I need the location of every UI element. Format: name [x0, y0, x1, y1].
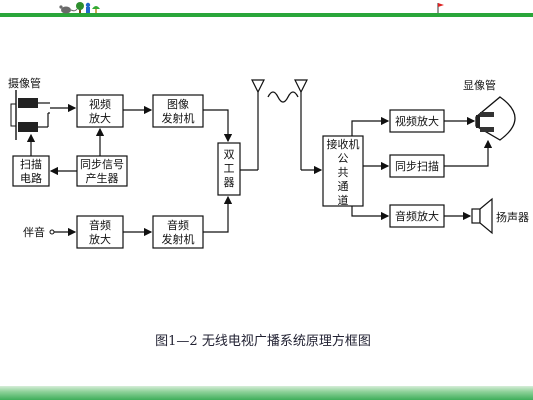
camera-tube-label: 摄像管: [8, 76, 41, 90]
receiver-line4: 通: [338, 180, 349, 193]
arrow-receiver-to-video-amp: [351, 116, 390, 136]
arrow-sync-scan-to-display: [444, 139, 493, 167]
video-amp-tx-block: 视频 放大: [76, 94, 124, 128]
sound-label: 伴音: [23, 225, 45, 239]
video-amp-rx-block: 视频放大: [389, 109, 445, 133]
duplexer-block: 双 工 器: [217, 142, 241, 196]
audio-amp-rx-label: 音频放大: [395, 209, 439, 223]
audio-amp-rx-block: 音频放大: [389, 204, 445, 228]
audio-amp-tx-block: 音频 放大: [76, 215, 124, 249]
display-tube-label: 显像管: [463, 78, 496, 92]
receiver-block: 接收机 公 共 通 道: [322, 135, 364, 207]
sound-tx-line2: 发射机: [162, 232, 195, 246]
scan-circuit-line2: 电路: [20, 172, 42, 185]
duplexer-line1: 双: [224, 148, 235, 161]
receiver-line2: 公: [338, 152, 349, 165]
image-tx-line1: 图像: [167, 98, 189, 111]
audio-amp-tx-line1: 音频: [89, 218, 111, 232]
display-tube-icon: [475, 96, 516, 141]
sync-gen-line2: 产生器: [86, 171, 119, 185]
audio-amp-tx-line2: 放大: [89, 232, 111, 246]
sync-gen-line1: 同步信号: [80, 158, 124, 171]
camera-tube: [10, 90, 50, 140]
speaker-label: 扬声器: [496, 210, 529, 224]
video-amp-tx-line1: 视频: [89, 97, 111, 111]
receiver-line1: 接收机: [327, 137, 360, 151]
duplexer-line2: 工: [224, 162, 235, 175]
sync-scan-rx-label: 同步扫描: [395, 159, 439, 173]
arrow-receiver-to-audio-amp: [351, 206, 390, 221]
mushroom-icon: [92, 6, 100, 13]
sound-input-terminal: [49, 229, 55, 235]
header-divider: [0, 13, 533, 17]
person-icon: [85, 2, 91, 13]
figure-caption: 图1—2 无线电视广播系统原理方框图: [155, 333, 371, 349]
image-tx-block: 图像 发射机: [152, 94, 204, 128]
rx-antenna-icon: [294, 79, 308, 170]
sound-tx-block: 音频 发射机: [152, 215, 204, 249]
video-amp-tx-line2: 放大: [89, 111, 111, 125]
tree-icon: [76, 2, 84, 13]
image-tx-line2: 发射机: [162, 111, 195, 125]
tx-antenna-icon: [251, 79, 265, 170]
duplexer-line3: 器: [224, 176, 235, 189]
footer-bar: [0, 386, 533, 400]
scan-circuit-block: 扫描 电路: [12, 155, 50, 187]
arrow-sound-tx-to-duplexer: [203, 195, 233, 233]
flag-icon: [437, 3, 444, 13]
video-amp-rx-label: 视频放大: [395, 114, 439, 128]
receiver-line3: 共: [338, 166, 349, 179]
sound-tx-line1: 音频: [167, 218, 189, 232]
mouse-icon: [59, 5, 78, 14]
scan-circuit-line1: 扫描: [20, 157, 42, 171]
radio-wave-icon: [267, 91, 299, 103]
receiver-line5: 道: [338, 193, 349, 207]
sync-scan-rx-block: 同步扫描: [389, 154, 445, 178]
arrow-image-tx-to-duplexer: [203, 109, 233, 143]
speaker-icon: [471, 197, 493, 235]
sync-gen-block: 同步信号 产生器: [76, 155, 128, 187]
